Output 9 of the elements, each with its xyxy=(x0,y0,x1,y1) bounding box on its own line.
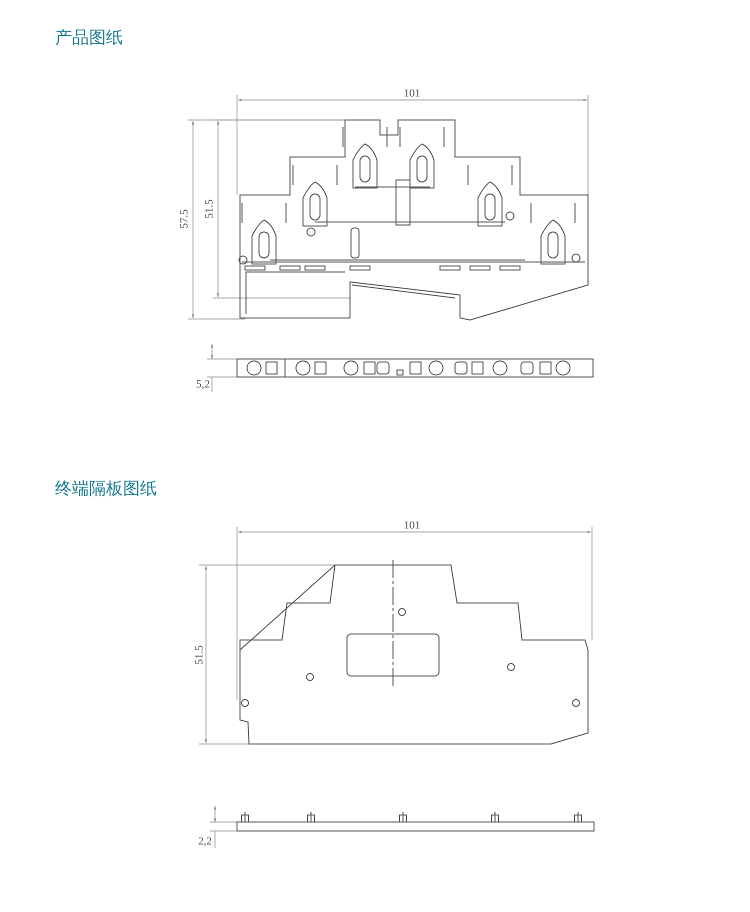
section-heading: 产品图纸 xyxy=(55,30,123,47)
dimension-label: 51.5 xyxy=(204,199,216,219)
dimension-label: 51.5 xyxy=(194,645,206,665)
dimension-label: 57.5 xyxy=(180,209,190,229)
dimension-label: 101 xyxy=(404,520,420,532)
dimension-label: 101 xyxy=(404,88,420,100)
dimension-label: 5,2 xyxy=(196,380,210,390)
section-heading: 终端隔板图纸 xyxy=(55,481,157,498)
dimension-label: 2,2 xyxy=(198,836,212,848)
